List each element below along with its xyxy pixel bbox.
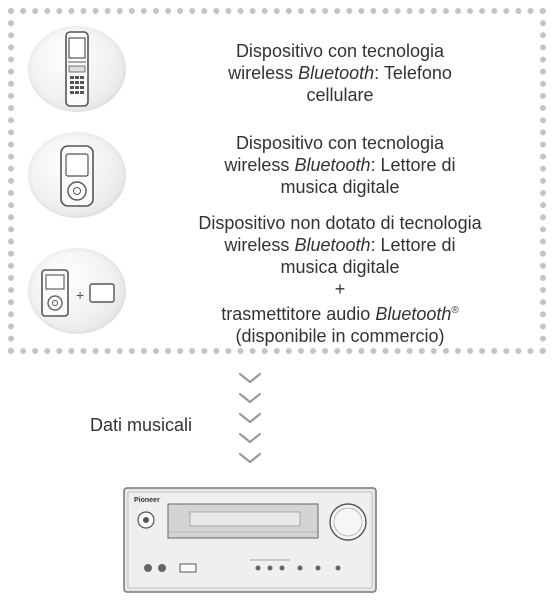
music-player-plus-transmitter-icon: + [41, 269, 115, 317]
device-phone-line1: Dispositivo con tecnologia [235, 41, 445, 61]
registered-mark: ® [451, 305, 459, 316]
device-phone-type: : Telefono [374, 63, 452, 83]
device-player-line1: Dispositivo con tecnologia [235, 133, 445, 153]
icon-plus-sign: + [76, 287, 84, 303]
device-transmitter-wireless: wireless [224, 235, 295, 255]
device-phone-wireless: wireless [228, 63, 299, 83]
device-transmitter-type: : Lettore di [370, 235, 456, 255]
flow-arrows [238, 372, 262, 464]
transmitter-brand: Bluetooth [375, 304, 452, 324]
device-transmitter-plus: + [334, 279, 346, 299]
device-phone-brand: Bluetooth [298, 63, 375, 83]
device-transmitter-description: Dispositivo non dotato di tecnologia wir… [140, 212, 540, 347]
device-player-description: Dispositivo con tecnologia wireless Blue… [140, 132, 540, 198]
device-transmitter-brand: Bluetooth [294, 235, 371, 255]
digital-music-player-icon [60, 145, 94, 207]
source-devices-frame [8, 8, 546, 354]
device-phone-circle [28, 26, 126, 112]
device-phone-line3: cellulare [306, 85, 374, 105]
device-transmitter-line3: musica digitale [280, 257, 400, 277]
device-transmitter-circle: + [28, 248, 126, 334]
transmitter-label: trasmettitore audio [221, 304, 376, 324]
mobile-phone-icon [65, 31, 89, 107]
transmitter-availability: (disponibile in commercio) [235, 326, 445, 346]
device-transmitter-line1: Dispositivo non dotato di tecnologia [198, 213, 482, 233]
device-player-brand: Bluetooth [294, 155, 371, 175]
chevron-down-icon [238, 372, 262, 384]
chevron-down-icon [238, 392, 262, 404]
chevron-down-icon [238, 412, 262, 424]
device-phone-description: Dispositivo con tecnologia wireless Blue… [140, 40, 540, 106]
device-player-type: : Lettore di [370, 155, 456, 175]
stereo-receiver-icon: Pioneer [123, 487, 377, 593]
music-data-label: Dati musicali [90, 415, 193, 435]
device-player-line3: musica digitale [280, 177, 400, 197]
receiver-brand-logo: Pioneer [134, 497, 160, 504]
chevron-down-icon [238, 432, 262, 444]
device-player-wireless: wireless [224, 155, 295, 175]
chevron-down-icon [238, 452, 262, 464]
device-player-circle [28, 132, 126, 218]
